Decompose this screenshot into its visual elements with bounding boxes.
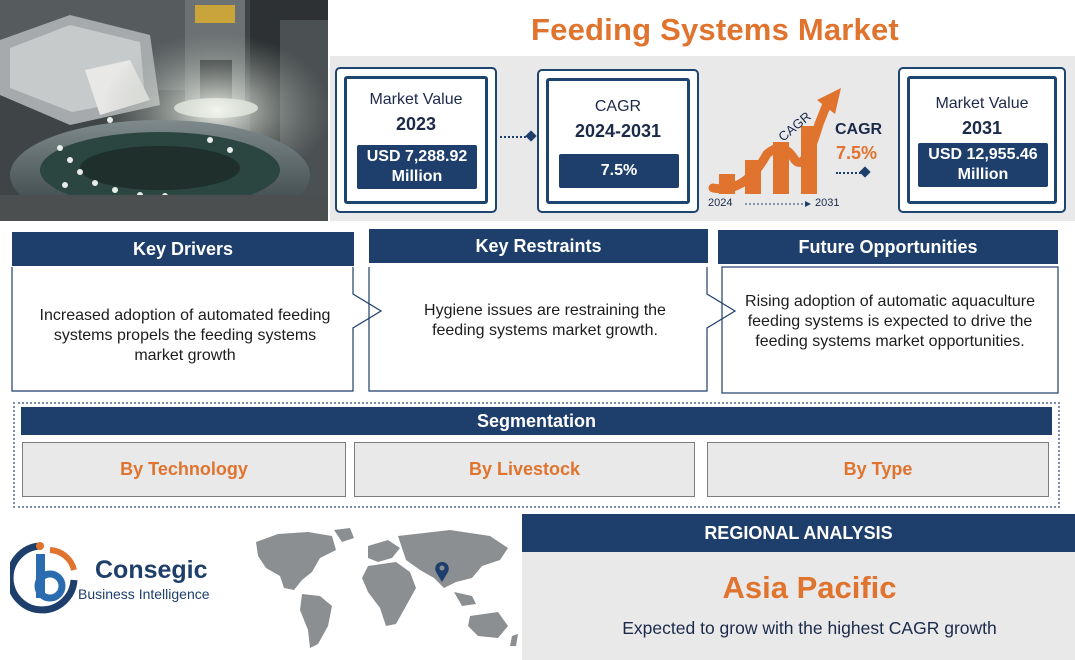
feeding-machine-photo xyxy=(0,0,328,221)
logo-tagline: Business Intelligence xyxy=(78,586,210,602)
graphic-year-start: 2024 xyxy=(708,197,733,209)
segmentation-frame xyxy=(13,402,1060,508)
key-restraints-header: Key Restraints xyxy=(369,229,708,263)
opportunities-box-outline xyxy=(721,266,1059,394)
north-america-shape xyxy=(256,532,336,590)
south-america-shape xyxy=(300,594,332,648)
market-value-2031-badge: USD 12,955.46 Million xyxy=(918,143,1048,187)
panels-outline xyxy=(11,266,1059,394)
value-line-2: Million xyxy=(957,166,1009,183)
card-frame xyxy=(546,78,690,204)
regional-analysis-panel xyxy=(522,552,1075,660)
graphic-year-end: 2031 xyxy=(815,197,840,209)
cagr-value-badge: 7.5% xyxy=(559,154,679,188)
world-map-icon xyxy=(256,528,518,648)
africa-shape xyxy=(362,562,416,626)
future-opportunities-text: Rising adoption of automatic aquaculture… xyxy=(745,293,1035,350)
greenland-shape xyxy=(334,528,354,542)
europe-shape xyxy=(368,540,400,562)
feeding-machine-illustration xyxy=(0,0,328,221)
value-line-2: Million xyxy=(391,168,443,185)
key-restraints-text: Hygiene issues are restraining the feedi… xyxy=(424,302,666,339)
drivers-box-outline xyxy=(11,267,383,392)
value-line-1: USD 12,955.46 xyxy=(928,146,1038,163)
card-label: CAGR xyxy=(594,98,642,115)
card-year: 2031 xyxy=(961,118,1003,138)
arrow-head-icon xyxy=(817,88,841,114)
restraints-box-outline xyxy=(368,267,737,392)
card-frame xyxy=(344,76,488,204)
key-drivers-text: Increased adoption of automated feeding … xyxy=(39,307,331,364)
cagr-card: CAGR 2024-2031 7.5% xyxy=(537,69,699,213)
connector-line xyxy=(500,136,530,138)
growth-arrow-icon xyxy=(708,99,832,194)
segment-by-livestock[interactable]: By Livestock xyxy=(354,442,695,497)
connector-line xyxy=(836,172,864,174)
consegic-logo-icon xyxy=(10,542,78,614)
segment-by-type[interactable]: By Type xyxy=(707,442,1049,497)
card-year: 2023 xyxy=(395,114,437,134)
card-period: 2024-2031 xyxy=(574,121,662,141)
logo-brand-text: Consegic xyxy=(95,556,208,584)
market-value-2023-badge: USD 7,288.92 Million xyxy=(357,145,477,189)
graphic-cagr-value: 7.5% xyxy=(836,143,878,163)
region-description: Expected to grow with the highest CAGR g… xyxy=(622,618,997,638)
card-label: Market Value xyxy=(935,95,1029,112)
regional-analysis-header: REGIONAL ANALYSIS xyxy=(522,514,1075,552)
segment-by-technology[interactable]: By Technology xyxy=(22,442,346,497)
key-drivers-header: Key Drivers xyxy=(12,232,354,266)
card-frame xyxy=(907,76,1057,204)
growth-arrow-graphic: CAGR xyxy=(708,88,841,207)
timeline-arrow-icon xyxy=(805,201,811,207)
market-value-2031-card: Market Value 2031 USD 12,955.46 Million xyxy=(898,67,1066,213)
card-label: Market Value xyxy=(369,91,463,108)
value-line-1: USD 7,288.92 xyxy=(366,148,468,165)
asia-shape xyxy=(398,530,508,588)
australia-shape xyxy=(468,612,508,638)
southeast-asia-shape xyxy=(454,592,476,606)
graphic-cagr-label: CAGR xyxy=(835,121,883,138)
future-opportunities-header: Future Opportunities xyxy=(718,230,1058,264)
location-pin-icon xyxy=(435,562,449,582)
page-title: Feeding Systems Market xyxy=(531,12,899,47)
region-name: Asia Pacific xyxy=(722,570,897,605)
market-value-2023-card: Market Value 2023 USD 7,288.92 Million xyxy=(335,67,497,213)
new-zealand-shape xyxy=(510,634,518,646)
segmentation-header: Segmentation xyxy=(21,407,1052,435)
cagr-value: 7.5% xyxy=(600,162,638,179)
